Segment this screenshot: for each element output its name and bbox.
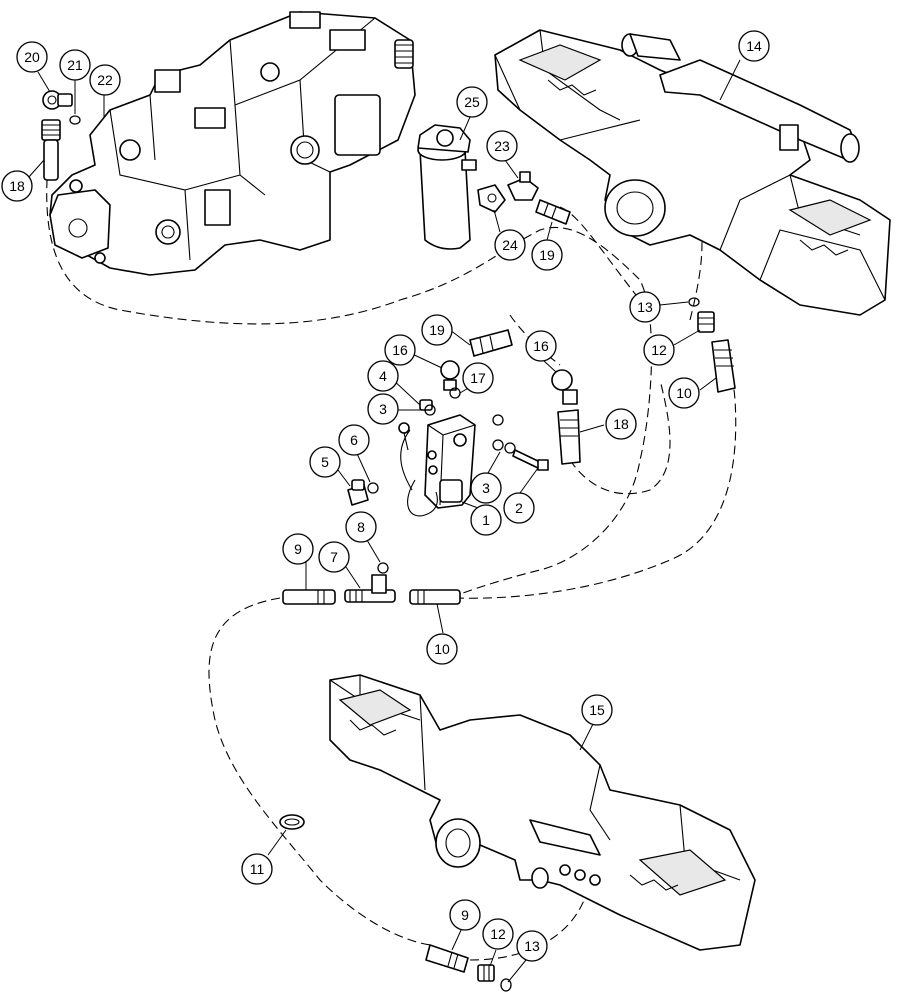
callout-12-top[interactable]: 12 <box>643 334 675 366</box>
elbow-fitting-24 <box>477 184 506 213</box>
callout-18-mid[interactable]: 18 <box>605 408 637 440</box>
callout-10-mid[interactable]: 10 <box>426 633 458 665</box>
svg-text:8: 8 <box>357 519 365 535</box>
callout-20[interactable]: 20 <box>16 41 48 73</box>
tee-fitting-7 <box>344 574 396 603</box>
o-ring-6 <box>367 482 379 494</box>
svg-text:13: 13 <box>637 299 653 315</box>
callout-16-right[interactable]: 16 <box>525 330 557 362</box>
o-ring-17-right <box>492 414 504 426</box>
svg-text:18: 18 <box>9 178 25 194</box>
svg-text:16: 16 <box>392 342 408 358</box>
o-ring-8 <box>377 562 389 574</box>
svg-text:11: 11 <box>250 861 265 877</box>
svg-text:9: 9 <box>461 907 469 923</box>
callout-3-top[interactable]: 3 <box>367 393 399 425</box>
callout-21[interactable]: 21 <box>59 49 91 81</box>
svg-text:12: 12 <box>490 926 506 942</box>
callout-9-mid[interactable]: 9 <box>282 533 314 565</box>
svg-text:23: 23 <box>494 138 510 154</box>
svg-text:19: 19 <box>539 247 555 263</box>
svg-text:12: 12 <box>651 342 667 358</box>
svg-text:6: 6 <box>350 432 358 448</box>
hose-end-10-top <box>711 339 736 393</box>
hose-end-18-mid <box>557 409 581 465</box>
brake-valve-assembly <box>400 414 476 517</box>
svg-text:16: 16 <box>533 338 549 354</box>
svg-text:24: 24 <box>502 237 518 253</box>
bolt-2 <box>512 449 549 471</box>
o-ring-21 <box>69 115 81 125</box>
adapter-fitting-12-top <box>697 311 715 333</box>
svg-text:15: 15 <box>589 702 605 718</box>
hose-end-9-mid <box>282 589 336 605</box>
svg-text:10: 10 <box>434 641 450 657</box>
svg-text:3: 3 <box>379 401 387 417</box>
hose-end-10-mid <box>409 589 461 605</box>
callout-18-top[interactable]: 18 <box>1 170 33 202</box>
callout-15[interactable]: 15 <box>581 694 613 726</box>
svg-text:1: 1 <box>482 512 490 528</box>
svg-text:10: 10 <box>676 385 692 401</box>
adapter-fitting-12-bottom <box>477 964 495 982</box>
callout-11[interactable]: 11 <box>241 853 273 885</box>
callout-25[interactable]: 25 <box>456 86 488 118</box>
callout-9-bottom[interactable]: 9 <box>449 899 481 931</box>
callout-5[interactable]: 5 <box>309 446 341 478</box>
elbow-fitting-20 <box>42 90 73 110</box>
hydraulic-filter <box>417 124 477 250</box>
callout-4[interactable]: 4 <box>367 360 399 392</box>
plug-5 <box>347 479 369 506</box>
callout-6[interactable]: 6 <box>338 424 370 456</box>
solenoid-wire-terminal <box>398 422 410 451</box>
hose-end-19-mid <box>469 329 513 357</box>
svg-text:18: 18 <box>613 416 629 432</box>
hose-fitting-18-top <box>41 119 61 181</box>
callout-13-top[interactable]: 13 <box>629 291 661 323</box>
svg-text:20: 20 <box>24 49 40 65</box>
callout-23[interactable]: 23 <box>486 130 518 162</box>
elbow-fitting-16-right <box>551 369 578 405</box>
callout-7[interactable]: 7 <box>318 541 350 573</box>
callout-2[interactable]: 2 <box>503 492 535 524</box>
callout-12-bottom[interactable]: 12 <box>482 918 514 950</box>
svg-text:7: 7 <box>330 549 338 565</box>
callout-16-left[interactable]: 16 <box>384 334 416 366</box>
callout-22[interactable]: 22 <box>89 64 121 96</box>
svg-text:3: 3 <box>482 480 490 496</box>
callout-24[interactable]: 24 <box>494 229 526 261</box>
svg-text:2: 2 <box>515 500 523 516</box>
o-ring-13-bottom <box>500 978 512 992</box>
o-ring-13-top <box>688 297 700 307</box>
callout-10-top[interactable]: 10 <box>668 377 700 409</box>
callout-17[interactable]: 17 <box>462 362 494 394</box>
callout-13-bottom[interactable]: 13 <box>516 930 548 962</box>
svg-text:4: 4 <box>379 368 387 384</box>
svg-text:17: 17 <box>470 370 486 386</box>
callout-14[interactable]: 14 <box>738 30 770 62</box>
elbow-fitting-16-left <box>440 360 460 391</box>
rear-axle-assembly <box>329 674 756 951</box>
callout-8[interactable]: 8 <box>345 511 377 543</box>
svg-text:9: 9 <box>294 541 302 557</box>
svg-text:13: 13 <box>524 938 540 954</box>
svg-text:22: 22 <box>97 72 113 88</box>
callout-3-bottom[interactable]: 3 <box>470 472 502 504</box>
callout-19-top[interactable]: 19 <box>531 239 563 271</box>
svg-text:21: 21 <box>67 57 83 73</box>
hose-end-9-bottom <box>425 944 469 973</box>
hose-end-19-top <box>535 199 571 225</box>
callout-1[interactable]: 1 <box>470 504 502 536</box>
svg-text:5: 5 <box>321 454 329 470</box>
svg-text:25: 25 <box>464 94 480 110</box>
hose-clamp-11 <box>279 814 305 830</box>
svg-text:19: 19 <box>429 322 445 338</box>
hydrostatic-pump-assembly <box>49 11 416 276</box>
svg-text:14: 14 <box>746 38 762 54</box>
tee-fitting-23 <box>507 171 539 201</box>
front-axle-assembly <box>494 29 891 316</box>
callout-19-mid[interactable]: 19 <box>421 314 453 346</box>
washers-3-bottom <box>492 439 516 454</box>
